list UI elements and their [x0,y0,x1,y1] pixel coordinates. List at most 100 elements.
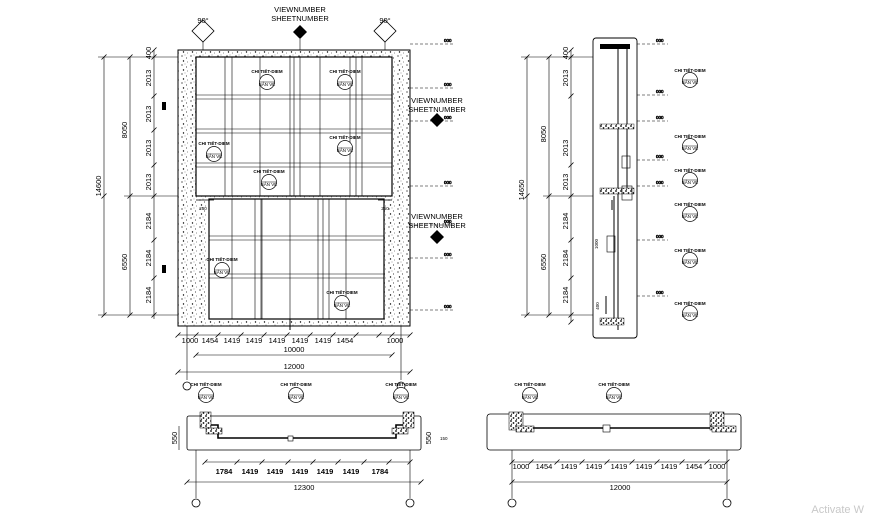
svg-text:CHI TIẾT-DIEM: CHI TIẾT-DIEM [280,381,312,387]
svg-text:CHI TIẾT-DIEM: CHI TIẾT-DIEM [674,300,706,306]
lower-glass-panel [208,198,385,320]
section-row-6: 2184 [561,287,570,304]
svg-text:CHI TIẾT-DIEM: CHI TIẾT-DIEM [190,381,222,387]
level-tag: 000 [444,219,452,224]
section-overall-height: 14650 [517,180,526,201]
section-bottom-label-a: 400 [595,302,600,310]
section-row-3: 2013 [561,174,570,191]
row-label-top: 400 [144,47,153,60]
level-tag: 000 [444,82,452,87]
svg-text:BẢN VẼ: BẢN VẼ [337,147,354,153]
detail-callout: CHI TIẾT-DIEM BẢN VẼ [190,381,222,403]
sheet-number-right-lower: SHEETNUMBER [408,221,466,230]
svg-text:BẢN VẼ: BẢN VẼ [214,269,231,275]
svg-text:BẢN VẼ: BẢN VẼ [606,394,623,400]
plan-right-span-label: 1000 [709,462,726,471]
plan-right-side-label: 550 [424,432,433,445]
svg-text:CHI TIẾT-DIEM: CHI TIẾT-DIEM [251,68,283,74]
angle-marker-right: 90° [373,16,397,50]
section-outline [592,37,638,339]
detail-callout: CHI TIẾT-DIEM BẢN VẼ [329,134,361,156]
plan-right-span-label: 1454 [536,462,553,471]
svg-text:CHI TIẾT-DIEM: CHI TIẾT-DIEM [514,381,546,387]
section-bottom-label-b: 1000 [594,238,599,249]
outer-width-label: 12000 [284,362,305,371]
detail-callout: CHI TIẾT-DIEM BẢN VẼ [385,381,417,403]
svg-text:BẢN VẼ: BẢN VẼ [288,394,305,400]
plan-right-side-label-b: 150 [440,436,448,441]
plan-right-span-label: 1419 [586,462,603,471]
sheet-number-right-upper: SHEETNUMBER [408,105,466,114]
svg-text:BẢN VẼ: BẢN VẼ [259,81,276,87]
inner-width-label: 10000 [284,345,305,354]
svg-text:BẢN VẼ: BẢN VẼ [682,79,699,85]
svg-text:CHI TIẾT-DIEM: CHI TIẾT-DIEM [674,201,706,207]
level-tag: 000 [444,180,452,185]
section-lower-height: 6550 [539,254,548,271]
view-marker-top: VIEWNUMBER SHEETNUMBER [271,5,329,50]
svg-text:BẢN VẼ: BẢN VẼ [682,312,699,318]
elevation-span-label: 1419 [315,336,332,345]
svg-text:BẢN VẼ: BẢN VẼ [682,213,699,219]
plan-right-span-label: 1000 [513,462,530,471]
view-number-top: VIEWNUMBER [274,5,326,14]
level-tag: 000 [444,304,452,309]
elevation-span-label: 1419 [224,336,241,345]
elevation-span-label: 1454 [202,336,219,345]
section-vertical-dimensions: 14650 8050 6550 400 2013 2013 2013 2184 … [517,47,600,325]
svg-text:CHI TIẾT-DIEM: CHI TIẾT-DIEM [674,167,706,173]
section-row-5: 2184 [561,250,570,267]
level-tag: 000 [444,115,452,120]
elevation-span-label: 1419 [292,336,309,345]
svg-text:CHI TIẾT-DIEM: CHI TIẾT-DIEM [385,381,417,387]
view-marker-right-upper: VIEWNUMBER SHEETNUMBER [408,96,466,127]
elevation-vertical-dimensions: 14600 8050 6550 400 2013 2013 2013 2013 … [94,47,389,319]
angle-marker-left: 90° [191,16,215,50]
row-label-5: 2184 [144,213,153,230]
detail-callout: CHI TIẾT-DIEM BẢN VẼ [251,68,283,90]
front-elevation [162,49,411,330]
section-level-tag: 000 [656,290,664,295]
svg-text:BẢN VẼ: BẢN VẼ [334,302,351,308]
svg-text:BẢN VẼ: BẢN VẼ [393,394,410,400]
section-row-4: 2184 [561,213,570,230]
section-row-2: 2013 [561,140,570,157]
svg-text:BẢN VẼ: BẢN VẼ [261,181,278,187]
side-section [592,37,638,339]
svg-text:BẢN VẼ: BẢN VẼ [682,179,699,185]
plan-left-span-label: 1419 [292,467,309,476]
row-label-3: 2013 [144,140,153,157]
plan-right-span-label: 1419 [661,462,678,471]
svg-text:CHI TIẾT-DIEM: CHI TIẾT-DIEM [329,134,361,140]
elevation-span-label: 1454 [337,336,354,345]
mid-label-right: 250 [381,206,389,211]
svg-text:CHI TIẾT-DIEM: CHI TIẾT-DIEM [206,256,238,262]
section-level-tag: 000 [656,89,664,94]
detail-callout: CHI TIẾT-DIEM BẢN VẼ [674,300,706,321]
plan-right-span-label: 1419 [611,462,628,471]
section-row-top: 400 [561,47,570,60]
detail-callout: CHI TIẾT-DIEM BẢN VẼ [206,256,238,278]
upper-height-label: 8050 [120,122,129,139]
svg-text:BẢN VẼ: BẢN VẼ [198,394,215,400]
row-label-4: 2013 [144,174,153,191]
plan-right-span-label: 1454 [686,462,703,471]
row-label-2: 2013 [144,106,153,123]
svg-text:BẢN VẼ: BẢN VẼ [206,153,223,159]
angle-label-right: 90° [379,16,390,25]
view-marker-right-lower: VIEWNUMBER SHEETNUMBER [408,212,466,244]
svg-text:CHI TIẾT-DIEM: CHI TIẾT-DIEM [674,133,706,139]
plan-left-span-label: 1784 [372,467,390,476]
plan-right-total: 12000 [610,483,631,492]
detail-callout: CHI TIẾT-DIEM BẢN VẼ [674,167,706,188]
svg-text:BẢN VẼ: BẢN VẼ [682,145,699,151]
